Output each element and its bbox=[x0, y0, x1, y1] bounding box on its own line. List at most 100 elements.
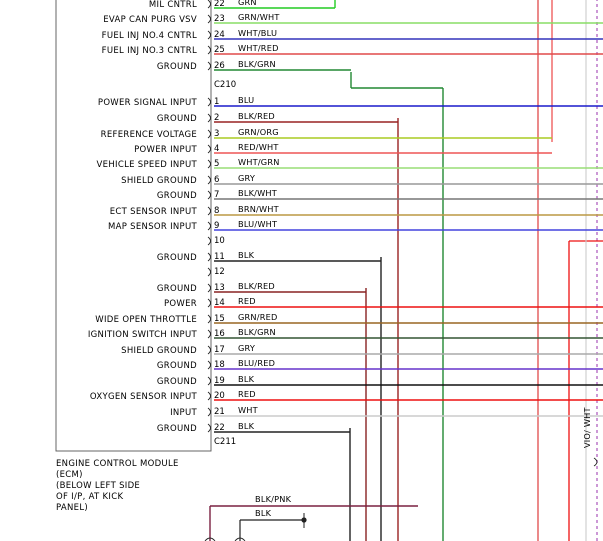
pin-connector-glyph-7 bbox=[207, 129, 211, 139]
pin-connector-glyph-24 bbox=[207, 391, 211, 401]
pin-number-1: 23 bbox=[214, 14, 225, 24]
wire-label-15: BLK bbox=[238, 250, 255, 260]
pin-connector-glyph-16 bbox=[207, 267, 211, 277]
module-name-line-2: (ECM) bbox=[56, 470, 83, 480]
pin-label-17: GROUND bbox=[157, 284, 197, 294]
pin-label-2: FUEL INJ NO.4 CNTRL bbox=[102, 31, 197, 41]
wire-label-18: RED bbox=[238, 296, 256, 306]
pin-number-11: 7 bbox=[214, 190, 219, 200]
bottom-wires: BLK/PNK BLK VIO/ WHT bbox=[204, 407, 598, 541]
pin-connector-glyph-19 bbox=[207, 314, 211, 324]
wire-label-0: GRN bbox=[238, 0, 257, 7]
pin-label-9: VEHICLE SPEED INPUT bbox=[97, 160, 198, 170]
pin-label-24: OXYGEN SENSOR INPUT bbox=[90, 392, 198, 402]
pin-connector-glyph-26 bbox=[207, 423, 211, 433]
pin-connector-glyph-12 bbox=[207, 206, 211, 216]
wire-label-13: BLU/WHT bbox=[238, 219, 278, 229]
wire-label-22: BLU/RED bbox=[238, 358, 275, 368]
pin-number-17: 13 bbox=[214, 283, 225, 293]
pin-number-24: 20 bbox=[214, 391, 225, 401]
connector-arc-right bbox=[234, 537, 246, 541]
module-name-line-5: PANEL) bbox=[56, 503, 88, 513]
pin-connector-glyph-20 bbox=[207, 329, 211, 339]
module-name-line-4: OF I/P, AT KICK bbox=[56, 492, 123, 502]
pin-number-21: 17 bbox=[214, 345, 225, 355]
pin-label-15: GROUND bbox=[157, 253, 197, 263]
pin-label-25: INPUT bbox=[170, 408, 197, 418]
connector-c211-label: C211 bbox=[214, 437, 236, 447]
pin-number-26: 22 bbox=[214, 423, 225, 433]
pin-label-10: SHIELD GROUND bbox=[121, 176, 197, 186]
pin-number-15: 11 bbox=[214, 252, 225, 262]
pin-number-8: 4 bbox=[214, 144, 219, 154]
wire-label-24: RED bbox=[238, 389, 256, 399]
wire-label-8: RED/WHT bbox=[238, 142, 279, 152]
pin-number-22: 18 bbox=[214, 360, 225, 370]
wire-label-7: GRN/ORG bbox=[238, 127, 279, 137]
pin-connector-glyph-10 bbox=[207, 175, 211, 185]
pin-number-9: 5 bbox=[214, 159, 219, 169]
wire-label-4: BLK/GRN bbox=[238, 59, 276, 69]
wire-label-9: WHT/GRN bbox=[238, 157, 280, 167]
wire-label-19: GRN/RED bbox=[238, 312, 277, 322]
pin-connector-glyph-17 bbox=[207, 283, 211, 293]
pin-number-18: 14 bbox=[214, 298, 225, 308]
pin-label-7: REFERENCE VOLTAGE bbox=[101, 130, 197, 140]
wire-label-6: BLK/RED bbox=[238, 111, 275, 121]
pin-number-19: 15 bbox=[214, 314, 225, 324]
pin-number-5: 1 bbox=[214, 97, 219, 107]
pin-label-5: POWER SIGNAL INPUT bbox=[98, 98, 198, 108]
pin-connector-glyph-8 bbox=[207, 144, 211, 154]
wire-label-26: BLK bbox=[238, 421, 255, 431]
pin-number-23: 19 bbox=[214, 376, 225, 386]
wire-label-10: GRY bbox=[238, 173, 256, 183]
pin-number-10: 6 bbox=[214, 175, 219, 185]
pin-number-4: 26 bbox=[214, 61, 225, 71]
pin-connector-glyph-15 bbox=[207, 252, 211, 262]
connector-arc-vio bbox=[593, 457, 598, 467]
pin-label-12: ECT SENSOR INPUT bbox=[110, 207, 198, 217]
pin-number-7: 3 bbox=[214, 129, 219, 139]
pin-connector-glyph-9 bbox=[207, 159, 211, 169]
pin-label-21: SHIELD GROUND bbox=[121, 346, 197, 356]
pin-label-22: GROUND bbox=[157, 361, 197, 371]
pin-label-13: MAP SENSOR INPUT bbox=[108, 222, 198, 232]
wire-label-23: BLK bbox=[238, 374, 255, 384]
pin-number-12: 8 bbox=[214, 206, 219, 216]
pin-label-0: MIL CNTRL bbox=[149, 0, 197, 10]
pin-number-6: 2 bbox=[214, 113, 219, 123]
wire-label-25: WHT bbox=[238, 405, 259, 415]
pin-connector-glyph-6 bbox=[207, 113, 211, 123]
wire-label-17: BLK/RED bbox=[238, 281, 275, 291]
pin-connector-glyph-2 bbox=[207, 30, 211, 40]
vertical-wire-runs bbox=[334, 0, 603, 541]
wire-label-blk-pnk: BLK/PNK bbox=[255, 494, 292, 504]
pin-connector-glyph-25 bbox=[207, 407, 211, 417]
ecm-module-box bbox=[55, 0, 212, 452]
wire-label-1: GRN/WHT bbox=[238, 12, 280, 22]
pin-label-1: EVAP CAN PURG VSV bbox=[103, 15, 197, 25]
connector-arc-left bbox=[204, 537, 216, 541]
pin-connector-glyph-11 bbox=[207, 190, 211, 200]
pin-number-2: 24 bbox=[214, 30, 225, 40]
pin-label-26: GROUND bbox=[157, 424, 197, 434]
pin-connector-glyph-4 bbox=[207, 61, 211, 71]
pin-label-20: IGNITION SWITCH INPUT bbox=[88, 330, 198, 340]
pin-connector-glyph-0 bbox=[207, 0, 211, 9]
pin-number-3: 25 bbox=[214, 45, 225, 55]
wire-label-11: BLK/WHT bbox=[238, 188, 278, 198]
pin-label-18: POWER bbox=[164, 299, 197, 309]
pin-label-23: GROUND bbox=[157, 377, 197, 387]
wire-label-20: BLK/GRN bbox=[238, 327, 276, 337]
pin-connector-glyph-21 bbox=[207, 345, 211, 355]
pin-connector-glyph-14 bbox=[207, 236, 211, 246]
pin-connector-glyph-13 bbox=[207, 221, 211, 231]
pin-number-16: 12 bbox=[214, 267, 225, 277]
pin-number-14: 10 bbox=[214, 236, 225, 246]
wire-label-12: BRN/WHT bbox=[238, 204, 280, 214]
pin-number-25: 21 bbox=[214, 407, 225, 417]
pin-label-4: GROUND bbox=[157, 62, 197, 72]
pin-connector-glyph-23 bbox=[207, 376, 211, 386]
pin-connector-glyph-1 bbox=[207, 14, 211, 24]
